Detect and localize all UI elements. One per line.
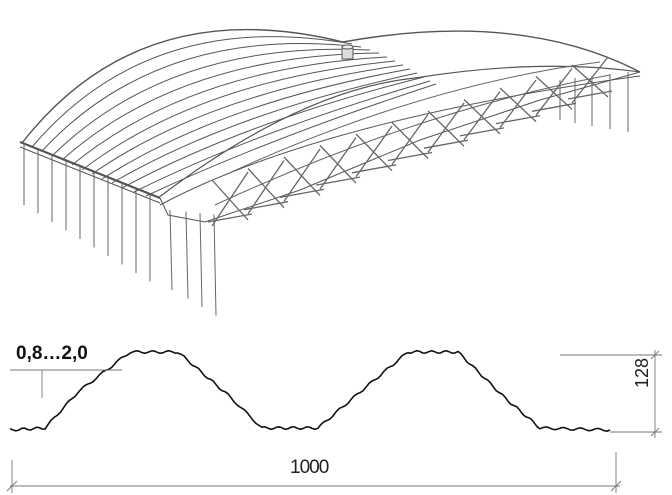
- width-label: 1000: [290, 457, 329, 478]
- truss-brace: [283, 148, 321, 202]
- truss-brace: [571, 56, 609, 104]
- truss-chord: [459, 127, 505, 137]
- truss-brace: [535, 68, 573, 116]
- wall-columns: [23, 72, 629, 316]
- truss-structure: [207, 56, 613, 227]
- truss-brace: [211, 171, 249, 227]
- dimension-lines: [6, 350, 662, 493]
- truss-brace: [427, 102, 465, 153]
- wall-column: [185, 211, 189, 299]
- truss-chord: [315, 176, 361, 186]
- arched-roof: [19, 28, 641, 223]
- truss-brace: [499, 79, 537, 128]
- truss-brace: [247, 160, 285, 215]
- wall-column: [199, 212, 203, 308]
- roof-vent: [341, 44, 354, 60]
- truss-chord: [495, 114, 541, 125]
- truss-chord: [279, 188, 325, 199]
- profile-line: [9, 349, 611, 432]
- truss-chord: [387, 151, 433, 162]
- truss-brace: [355, 125, 393, 178]
- wall-column: [213, 214, 217, 316]
- truss-brace: [463, 91, 501, 141]
- truss-chord: [531, 102, 577, 112]
- wall-column: [169, 209, 173, 291]
- truss-chord: [207, 213, 253, 223]
- height-label: 128: [632, 357, 652, 388]
- truss-chord: [243, 201, 289, 211]
- truss-bottom-chord: [214, 74, 611, 206]
- truss-brace: [319, 137, 357, 190]
- truss-chord: [351, 164, 397, 174]
- truss-top-chord: [224, 61, 601, 176]
- thickness-label: 0,8…2,0: [16, 343, 88, 364]
- corrugated-profile: [9, 349, 611, 432]
- truss-chord: [423, 139, 469, 149]
